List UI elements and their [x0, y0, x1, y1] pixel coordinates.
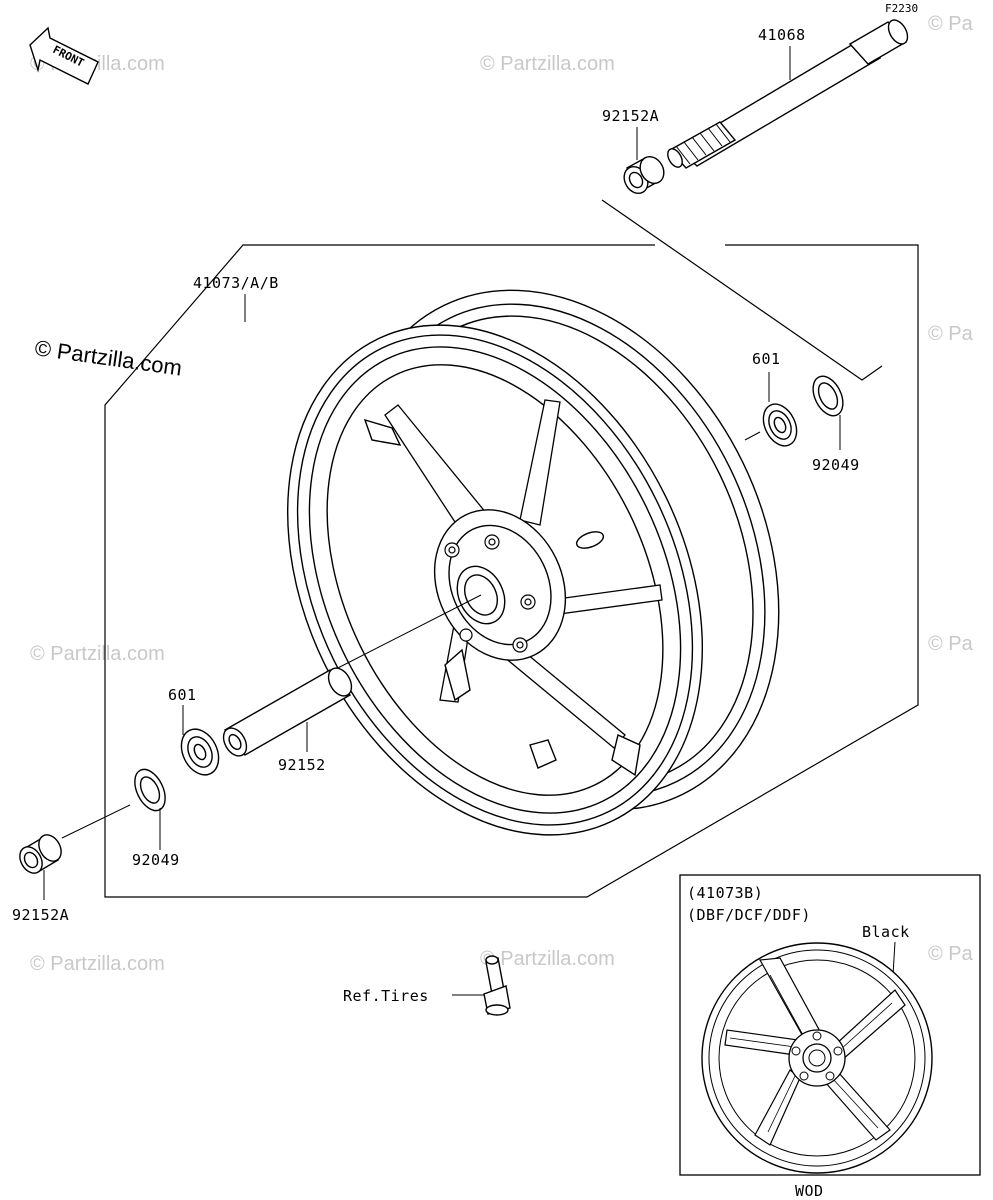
- callout-collar-lower: 92152A: [12, 906, 69, 924]
- callout-axle: 41068: [758, 26, 806, 44]
- callout-seal-right: 92049: [812, 456, 860, 474]
- watermark-text: © Pa: [928, 633, 974, 655]
- spacer-92152: 92152: [222, 667, 353, 774]
- inset-title-line2: (DBF/DCF/DDF): [687, 906, 811, 924]
- collar-92152a-upper: 92152A: [602, 107, 665, 195]
- watermark-text: © Pa: [928, 323, 974, 345]
- watermark-main: © Partzilla.com: [33, 335, 183, 380]
- watermark-text: © Pa: [928, 13, 974, 35]
- watermark-text: © Pa: [928, 943, 974, 965]
- leader-seal-left: [61, 804, 131, 839]
- seal-92049-left: 92049: [132, 768, 180, 869]
- callout-bearing-right: 601: [752, 350, 781, 368]
- seal-92049-right: 92049: [812, 375, 860, 474]
- inset-black-wheel: (41073B) (DBF/DCF/DDF) Black WOD: [679, 874, 981, 1200]
- inset-footer: WOD: [795, 1182, 824, 1200]
- watermark-text: © Partzilla.com: [30, 643, 165, 665]
- leader-box: [104, 199, 919, 898]
- callout-wheel: 41073/A/B: [193, 274, 279, 292]
- valve-stem: Ref.Tires: [343, 955, 511, 1016]
- callout-spacer: 92152: [278, 756, 326, 774]
- watermark-text: © Partzilla.com: [480, 948, 615, 970]
- inset-color-label: Black: [862, 923, 910, 941]
- bearing-601-right: 601: [752, 350, 798, 447]
- axle-41068: 41068: [667, 19, 909, 169]
- bearing-601-left: 601: [168, 686, 220, 776]
- diagram-code: F2230: [885, 2, 918, 15]
- axis-line: [329, 594, 482, 673]
- watermark-text: © Partzilla.com: [30, 953, 165, 975]
- callout-valve: Ref.Tires: [343, 987, 429, 1005]
- watermark-text: © Partzilla.com: [480, 53, 615, 75]
- callout-seal-left: 92049: [132, 851, 180, 869]
- inset-title-line1: (41073B): [687, 884, 763, 902]
- collar-92152a-lower: 92152A: [12, 834, 69, 924]
- leader-bearing-right: [744, 431, 761, 441]
- front-arrow-icon: FRONT: [29, 26, 99, 85]
- callout-collar-upper: 92152A: [602, 107, 659, 125]
- callout-bearing-left: 601: [168, 686, 197, 704]
- front-wheel-41073: 41073/A/B: [193, 274, 780, 836]
